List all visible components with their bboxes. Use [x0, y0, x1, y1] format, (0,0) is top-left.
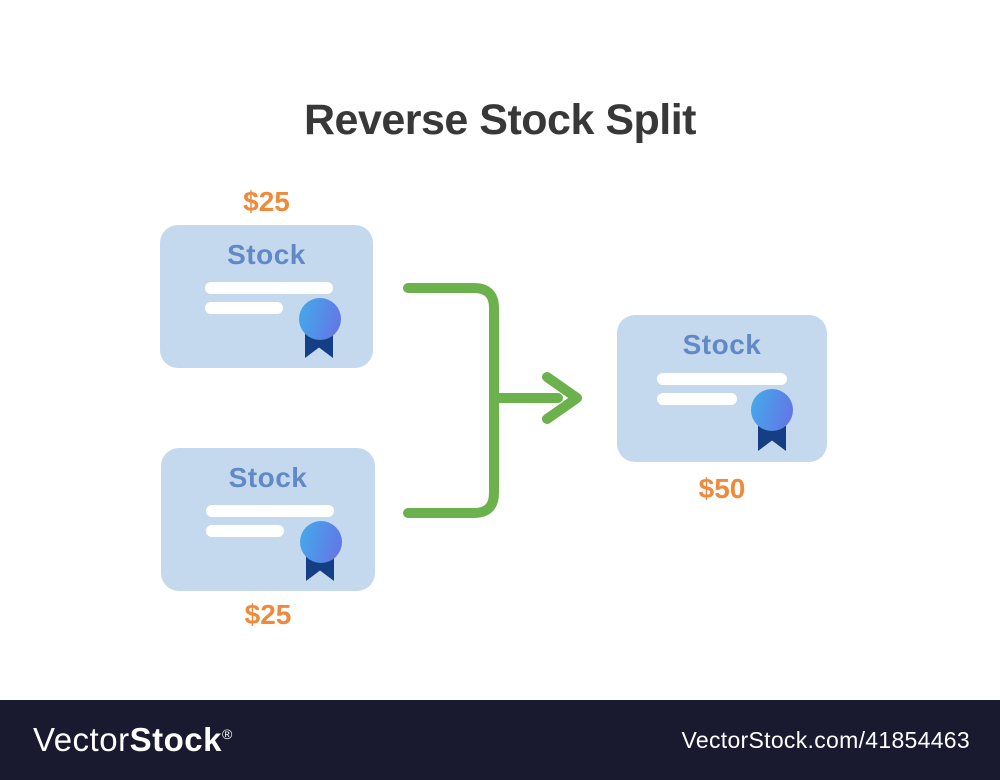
medal-ribbon-icon — [300, 521, 342, 563]
certificate-text-line — [206, 505, 334, 517]
price-label-bottom: $25 — [244, 599, 292, 630]
vectorstock-url: VectorStock.com/41854463 — [681, 727, 970, 753]
certificate-text-line — [206, 525, 284, 537]
price-label-top: $25 — [243, 186, 290, 217]
vectorstock-logo: VectorStock® — [33, 700, 232, 780]
stock-certificate-card: Stock — [161, 448, 375, 591]
stock-certificate-card-result: Stock — [617, 315, 827, 462]
certificate-text-line — [657, 393, 737, 405]
certificate-text-line — [205, 302, 283, 314]
medal-ribbon-icon — [751, 389, 793, 431]
price-label-result: $50 — [698, 473, 746, 504]
logo-text-light: Vector — [33, 721, 130, 758]
logo-text-bold: Stock — [129, 721, 222, 758]
medal-ribbon-icon — [299, 298, 341, 340]
watermark-bar: VectorStock® VectorStock.com/41854463 — [0, 700, 1000, 780]
card-label: Stock — [228, 462, 308, 493]
card-label: Stock — [227, 239, 306, 270]
card-label: Stock — [682, 329, 762, 360]
certificate-text-line — [657, 373, 787, 385]
stock-certificate-card: Stock — [160, 225, 373, 368]
page-title: Reverse Stock Split — [303, 96, 697, 144]
certificate-text-line — [205, 282, 333, 294]
registered-mark: ® — [221, 726, 233, 742]
